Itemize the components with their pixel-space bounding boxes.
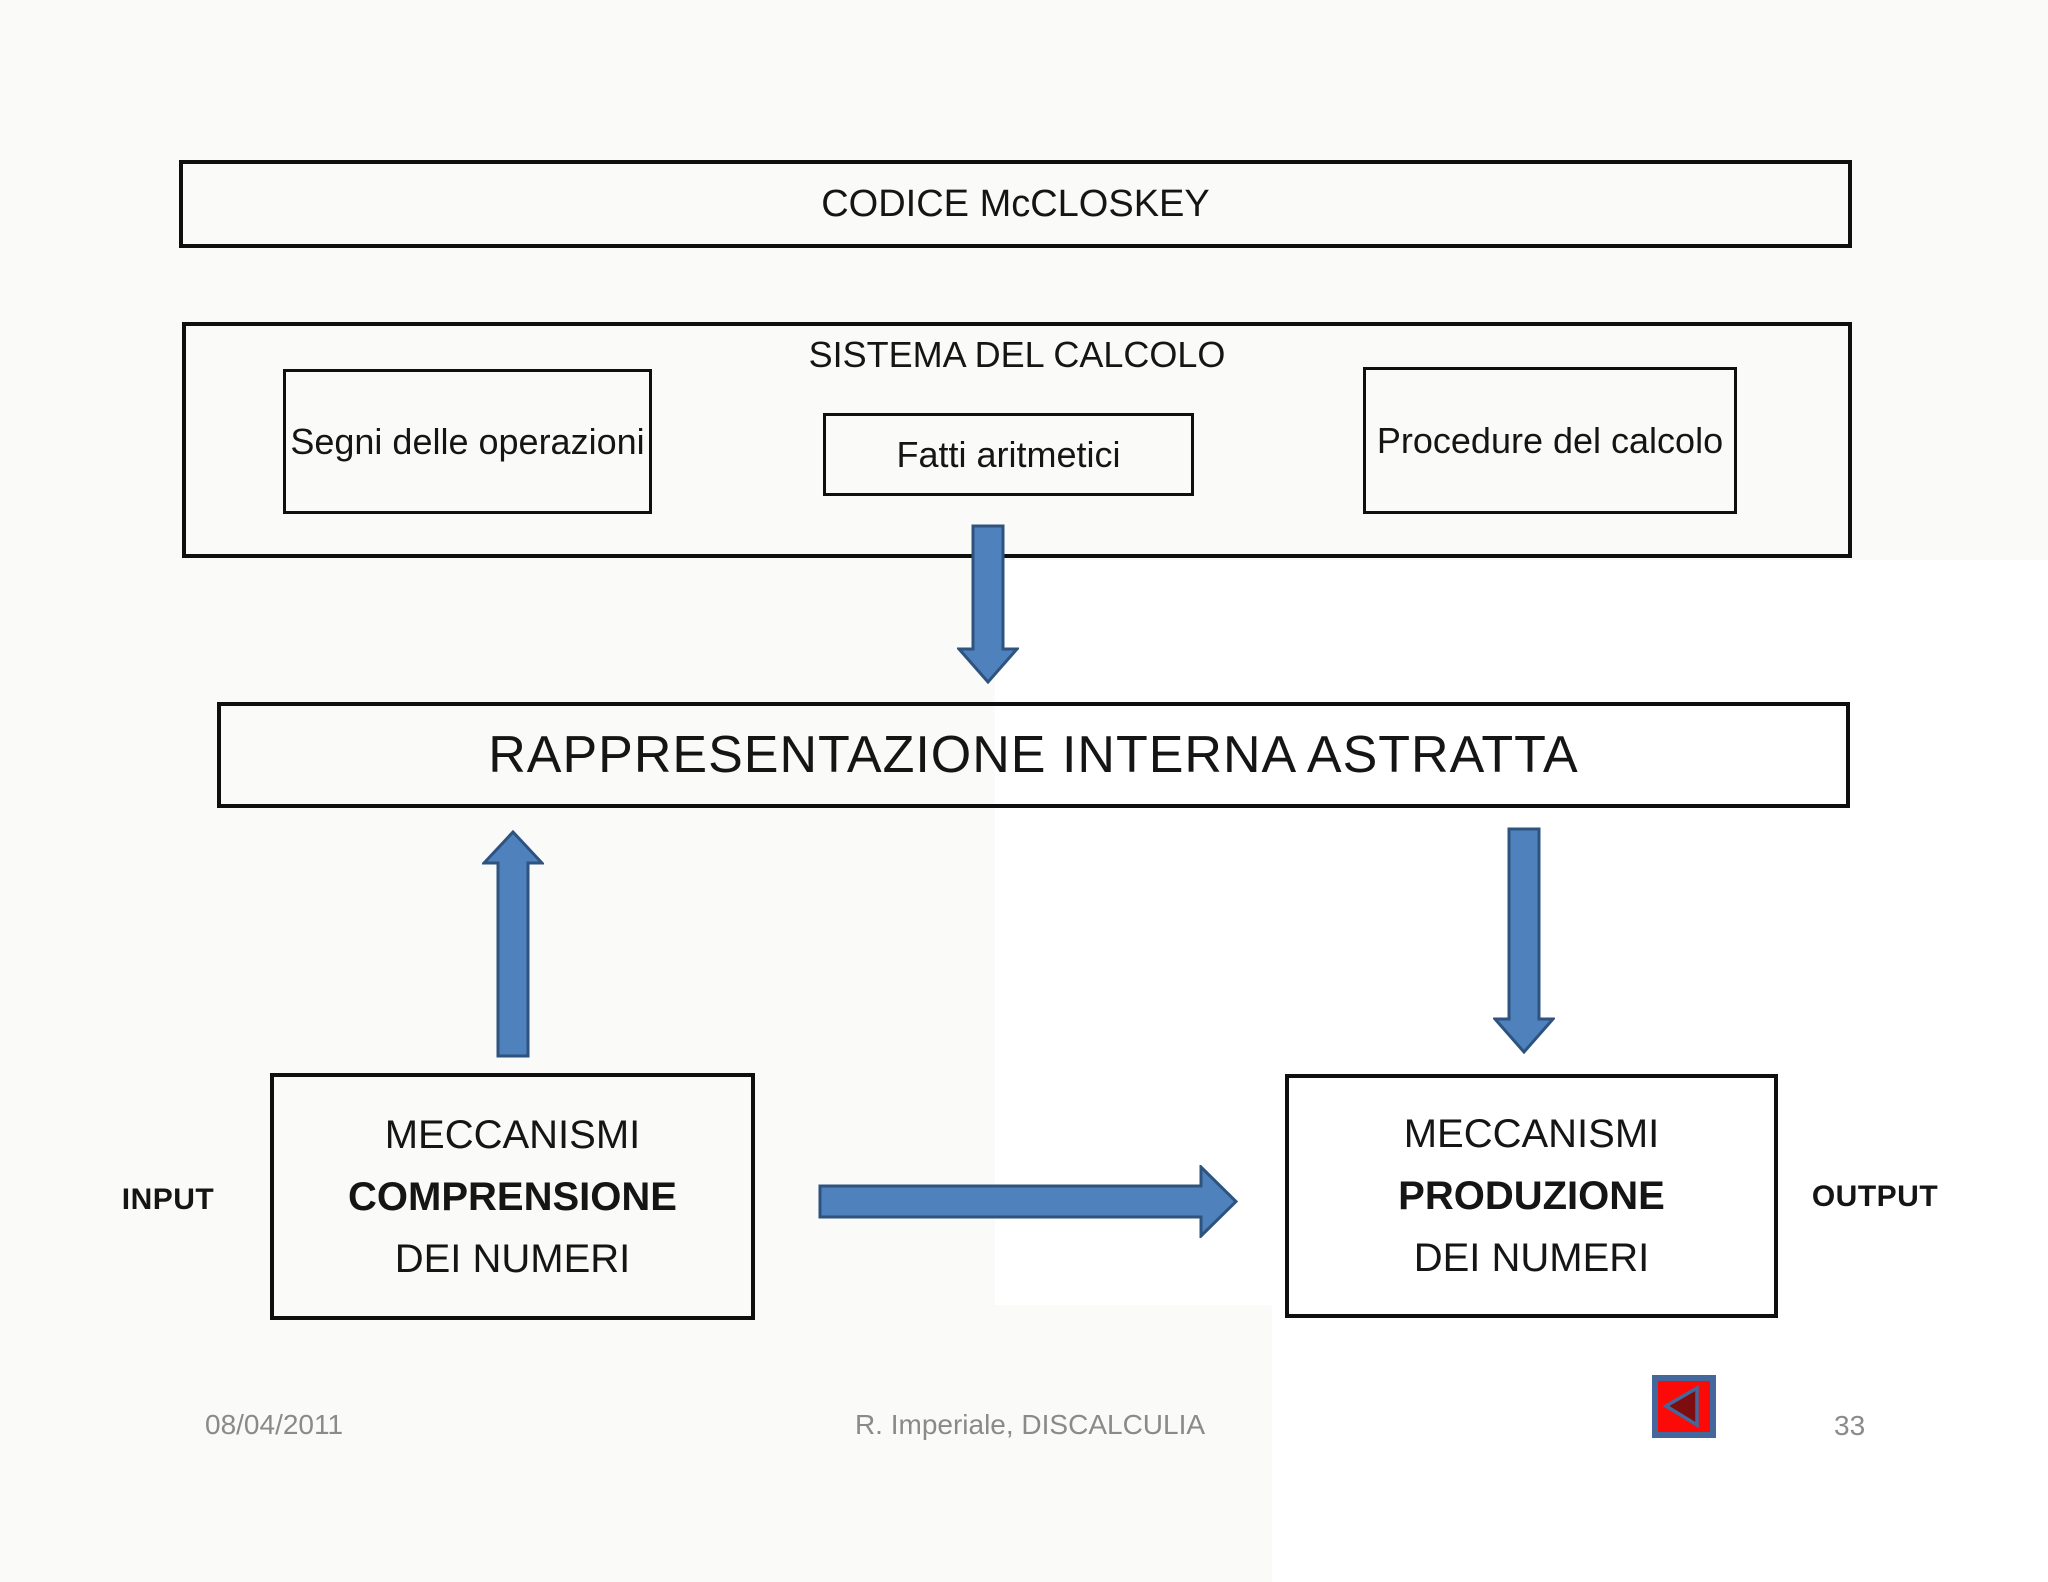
arrow-up-icon — [482, 830, 544, 1058]
slide-date: 08/04/2011 — [205, 1409, 344, 1440]
sistema-del-calcolo-title: SISTEMA DEL CALCOLO — [808, 334, 1226, 375]
meccanismi-produzione-box: MECCANISMI PRODUZIONE DEI NUMERI — [1285, 1074, 1778, 1318]
fatti-aritmetici-box: Fatti aritmetici — [823, 413, 1194, 496]
meccanismi-label: MECCANISMI — [384, 1112, 641, 1157]
background-white-region — [1272, 1030, 2048, 1582]
meccanismi-label: MECCANISMI — [1403, 1112, 1660, 1156]
page-number: 33 — [1834, 1410, 1866, 1441]
fatti-aritmetici-label: Fatti aritmetici — [896, 433, 1121, 475]
slide-credit: R. Imperiale, DISCALCULIA — [854, 1409, 1206, 1440]
procedure-calcolo-label: Procedure del calcolo — [1376, 419, 1724, 461]
arrow-down-icon — [957, 524, 1019, 684]
input-label: INPUT — [121, 1183, 215, 1216]
segni-operazioni-label: Segni delle operazioni — [290, 420, 645, 462]
produzione-label: PRODUZIONE — [1398, 1174, 1665, 1218]
meccanismi-comprensione-box: MECCANISMI COMPRENSIONE DEI NUMERI — [270, 1073, 755, 1320]
procedure-calcolo-box: Procedure del calcolo — [1363, 367, 1737, 514]
rappresentazione-interna-astratta-box: RAPPRESENTAZIONE INTERNA ASTRATTA — [217, 702, 1850, 808]
codice-mccloskey-label: CODICE McCLOSKEY — [821, 182, 1210, 225]
dei-numeri-label: DEI NUMERI — [394, 1236, 631, 1281]
output-label: OUTPUT — [1811, 1180, 1939, 1213]
segni-operazioni-box: Segni delle operazioni — [283, 369, 652, 514]
arrow-down-icon — [1493, 827, 1555, 1054]
sistema-del-calcolo-box: SISTEMA DEL CALCOLO Segni delle operazio… — [182, 322, 1852, 558]
comprensione-label: COMPRENSIONE — [348, 1174, 677, 1219]
dei-numeri-label: DEI NUMERI — [1413, 1236, 1650, 1280]
arrow-right-icon — [818, 1165, 1238, 1238]
left-triangle-icon — [1662, 1384, 1699, 1429]
codice-mccloskey-box: CODICE McCLOSKEY — [179, 160, 1852, 248]
rappresentazione-interna-astratta-label: RAPPRESENTAZIONE INTERNA ASTRATTA — [488, 726, 1579, 784]
previous-slide-button[interactable] — [1652, 1375, 1716, 1438]
